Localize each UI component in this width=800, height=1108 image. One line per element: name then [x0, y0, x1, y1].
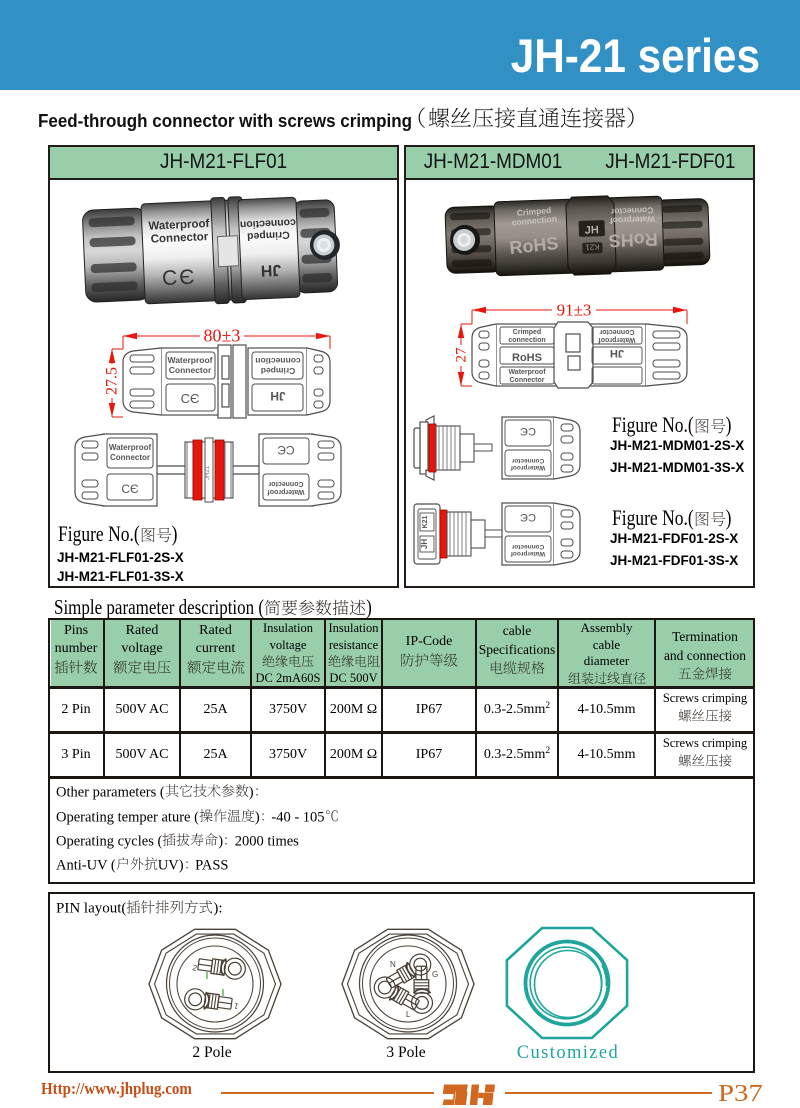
svg-text:JH: JH	[270, 389, 285, 403]
svg-text:G: G	[432, 970, 438, 979]
svg-text:Crimped: Crimped	[513, 329, 541, 336]
svg-text:Waterproof: Waterproof	[508, 369, 546, 376]
svg-text:K21: K21	[422, 515, 429, 528]
svg-text:1: 1	[233, 1001, 240, 1011]
svg-text:Connector: Connector	[599, 328, 634, 335]
svg-text:JH: JH	[585, 224, 600, 236]
svg-text:Waterproof: Waterproof	[510, 464, 545, 471]
svg-text:27.5: 27.5	[104, 367, 121, 395]
svg-text:connection: connection	[508, 337, 545, 344]
svg-text:RoHS: RoHS	[512, 352, 542, 364]
svg-text:Waterproof: Waterproof	[598, 336, 636, 343]
svg-text:Connector: Connector	[110, 453, 150, 462]
svg-text:RoHS: RoHS	[608, 229, 658, 251]
svg-text:Crimped: Crimped	[247, 229, 290, 243]
svg-text:JH: JH	[420, 539, 429, 549]
svg-text:Waterproof: Waterproof	[510, 550, 545, 557]
svg-text:Waterproof: Waterproof	[109, 443, 152, 452]
svg-text:Waterproof: Waterproof	[148, 218, 210, 233]
svg-text:Connector: Connector	[169, 365, 212, 375]
svg-text:80±3: 80±3	[204, 326, 241, 346]
svg-text:JH: JH	[610, 347, 624, 359]
svg-text:CЄ: CЄ	[181, 391, 200, 406]
svg-text:27: 27	[454, 347, 470, 363]
svg-text:Connector: Connector	[511, 457, 544, 464]
svg-text:CЄ: CЄ	[162, 266, 197, 290]
svg-text:CЄ: CЄ	[121, 482, 139, 496]
svg-text:connection: connection	[240, 216, 296, 230]
svg-text:L: L	[406, 1010, 411, 1019]
svg-text:CЄ: CЄ	[520, 511, 536, 523]
svg-text:CЄ: CЄ	[520, 425, 536, 437]
svg-text:JH21: JH21	[205, 465, 211, 480]
svg-text:Waterproof: Waterproof	[610, 214, 656, 226]
svg-text:91±3: 91±3	[557, 301, 592, 320]
svg-text:JH: JH	[260, 261, 281, 279]
svg-text:CЄ: CЄ	[277, 443, 295, 457]
svg-text:Connector: Connector	[268, 480, 303, 487]
svg-text:Waterproof: Waterproof	[167, 355, 212, 365]
svg-text:Connector: Connector	[610, 205, 654, 217]
svg-text:Crimped: Crimped	[261, 366, 295, 376]
svg-text:Waterproof: Waterproof	[267, 488, 305, 495]
svg-text:Connector: Connector	[510, 377, 545, 384]
svg-text:2: 2	[192, 963, 199, 973]
svg-text:Connector: Connector	[150, 231, 208, 246]
svg-text:connection: connection	[255, 356, 300, 366]
svg-text:Crimped: Crimped	[516, 205, 551, 218]
svg-text:N: N	[390, 960, 396, 969]
svg-text:K21: K21	[585, 242, 600, 252]
svg-text:Connector: Connector	[511, 543, 544, 550]
svg-text:connection: connection	[511, 214, 557, 228]
